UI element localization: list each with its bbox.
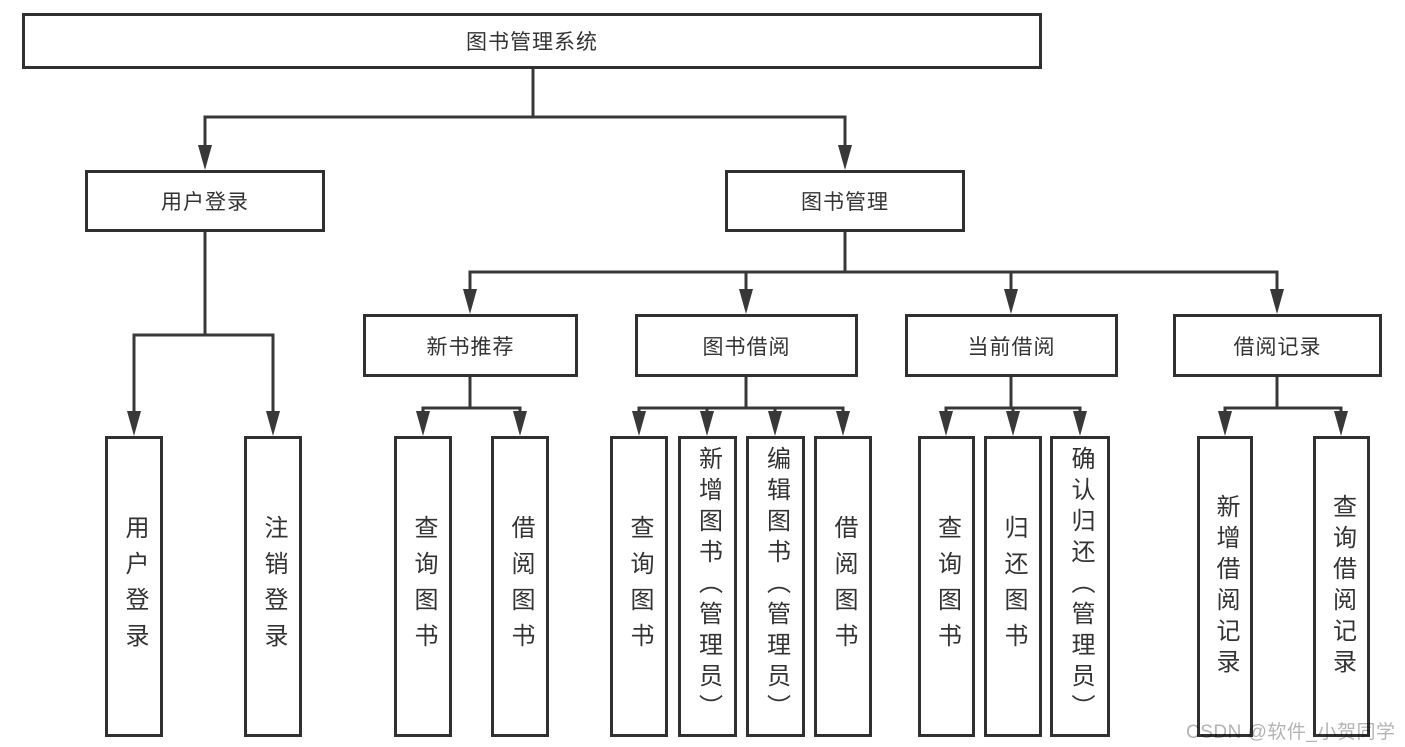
node-logout: 注销登录 (244, 436, 302, 737)
node-login: 用户登录 (105, 436, 163, 737)
arrowhead-icon (836, 411, 850, 436)
arrowhead-icon (838, 145, 852, 170)
node-new-book-rec: 新书推荐 (363, 314, 578, 377)
node-label-user-login: 用户登录 (161, 191, 249, 214)
node-label-bb-borrow-book: 借阅图书 (830, 514, 857, 659)
node-current-borrow: 当前借阅 (905, 314, 1118, 377)
arrowhead-icon (768, 411, 782, 436)
watermark: CSDN @软件_小贺同学 (1186, 722, 1396, 743)
arrowhead-icon (739, 289, 753, 314)
arrowhead-icon (463, 289, 477, 314)
node-label-book-borrow: 图书借阅 (702, 335, 791, 359)
arrowhead-icon (1270, 289, 1284, 314)
node-label-login: 用户登录 (121, 514, 148, 659)
node-label-root: 图书管理系统 (466, 31, 598, 54)
node-br-add-record: 新增借阅记录 (1197, 436, 1253, 737)
node-bb-add-book: 新增图书（管理员） (678, 436, 737, 737)
arrowhead-icon (198, 145, 212, 170)
node-label-book-mgmt: 图书管理 (801, 191, 889, 214)
arrowhead-icon (700, 411, 714, 436)
arrowhead-icon (266, 411, 280, 436)
node-cb-query-book: 查询图书 (918, 436, 975, 737)
node-bb-query-book: 查询图书 (610, 436, 668, 737)
node-label-bb-query-book: 查询图书 (626, 514, 653, 659)
node-label-rec-query-book: 查询图书 (410, 514, 437, 659)
node-bb-borrow-book: 借阅图书 (814, 436, 872, 737)
node-book-mgmt: 图书管理 (725, 170, 965, 232)
node-label-bb-edit-book: 编辑图书（管理员） (762, 446, 790, 725)
node-label-rec-borrow-book: 借阅图书 (507, 514, 534, 659)
arrowhead-icon (1218, 411, 1232, 436)
arrowhead-icon (939, 411, 953, 436)
arrowhead-icon (1006, 411, 1020, 436)
node-bb-edit-book: 编辑图书（管理员） (746, 436, 805, 737)
arrowhead-icon (1073, 411, 1087, 436)
node-rec-query-book: 查询图书 (394, 436, 452, 737)
node-label-cb-query-book: 查询图书 (933, 514, 961, 659)
node-label-logout: 注销登录 (260, 514, 287, 659)
node-cb-confirm-return: 确认归还（管理员） (1050, 436, 1110, 737)
arrowhead-icon (1334, 411, 1348, 436)
node-label-current-borrow: 当前借阅 (967, 335, 1056, 359)
node-label-cb-confirm-return: 确认归还（管理员） (1067, 446, 1094, 725)
arrowhead-icon (632, 411, 646, 436)
arrowhead-icon (1004, 289, 1018, 314)
arrowhead-icon (513, 411, 527, 436)
node-label-cb-return-book: 归还图书 (1000, 514, 1027, 659)
node-borrow-record: 借阅记录 (1173, 314, 1382, 377)
node-root: 图书管理系统 (22, 13, 1042, 69)
node-label-br-query-record: 查询借阅记录 (1328, 493, 1356, 680)
node-user-login: 用户登录 (85, 170, 325, 232)
node-br-query-record: 查询借阅记录 (1313, 436, 1370, 737)
node-label-borrow-record: 借阅记录 (1233, 335, 1322, 359)
node-label-br-add-record: 新增借阅记录 (1212, 493, 1239, 680)
node-cb-return-book: 归还图书 (984, 436, 1042, 737)
node-label-new-book-rec: 新书推荐 (426, 335, 515, 359)
arrowhead-icon (416, 411, 430, 436)
node-label-bb-add-book: 新增图书（管理员） (694, 446, 722, 725)
node-book-borrow: 图书借阅 (635, 314, 858, 377)
node-rec-borrow-book: 借阅图书 (491, 436, 549, 737)
arrowhead-icon (127, 411, 141, 436)
